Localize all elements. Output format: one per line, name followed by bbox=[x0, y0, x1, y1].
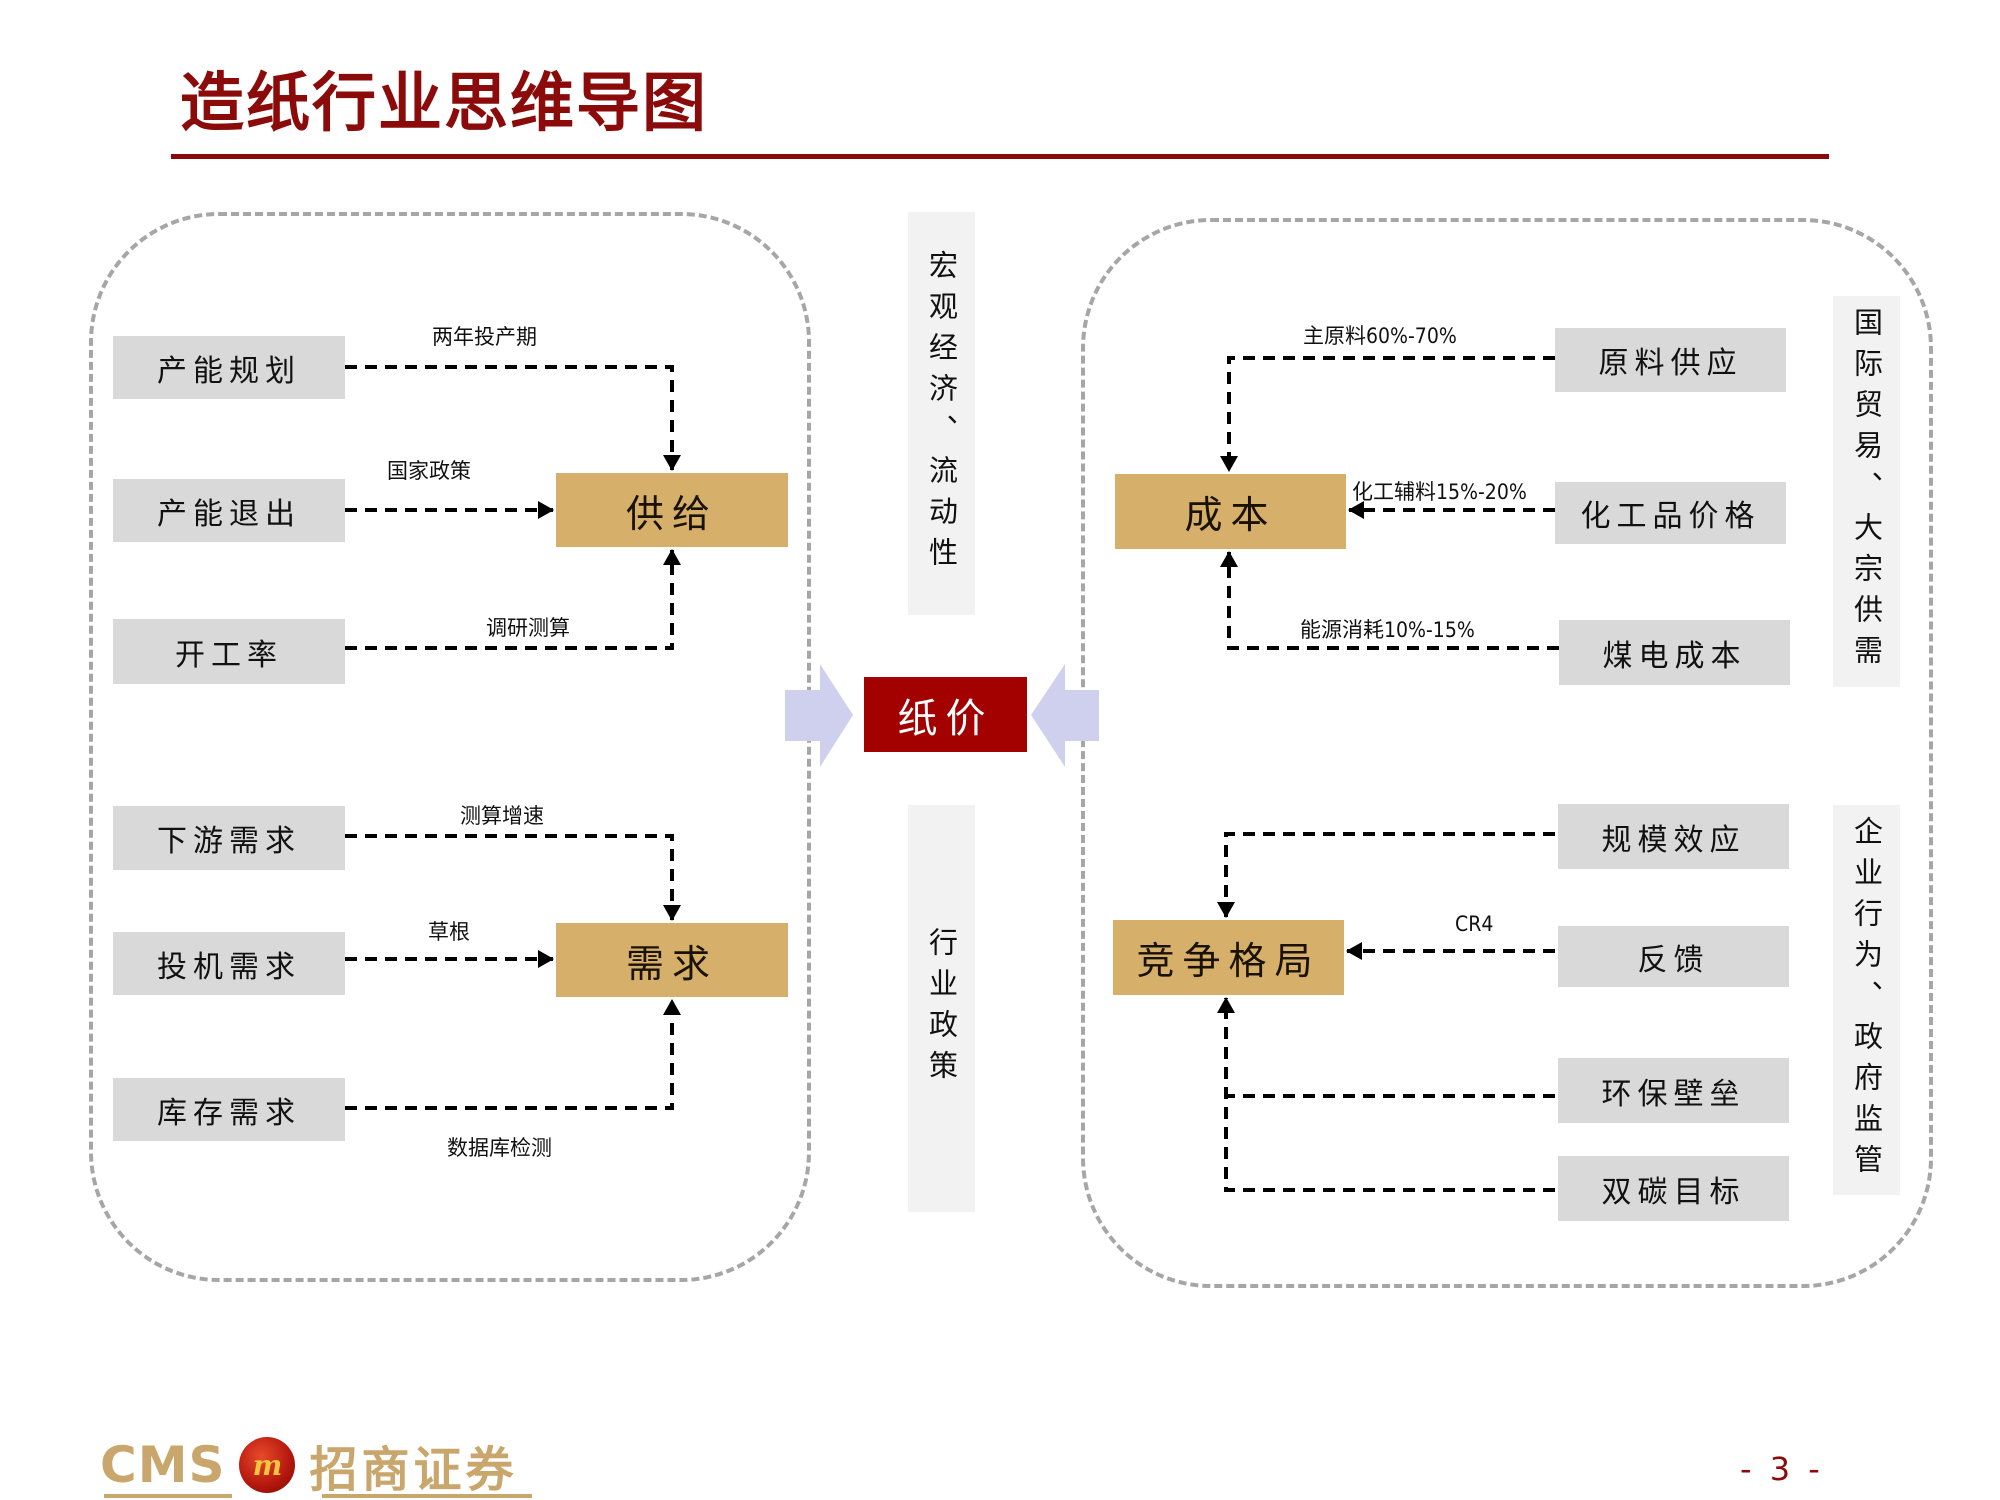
node-coal-power-cost[interactable]: 煤电成本 bbox=[1559, 620, 1790, 685]
hub-supply[interactable]: 供给 bbox=[556, 473, 788, 547]
cost-competition-panel bbox=[1081, 218, 1933, 1288]
node-scale-effect[interactable]: 规模效应 bbox=[1558, 804, 1789, 869]
logo-emblem-icon: m bbox=[239, 1437, 296, 1493]
edge-label-two-year: 两年投产期 bbox=[432, 325, 537, 349]
hub-competition[interactable]: 竞争格局 bbox=[1113, 920, 1344, 995]
node-speculative-demand[interactable]: 投机需求 bbox=[113, 932, 345, 995]
node-capacity-exit[interactable]: 产能退出 bbox=[113, 479, 345, 542]
node-downstream-demand[interactable]: 下游需求 bbox=[113, 806, 345, 870]
edge-label-national-policy: 国家政策 bbox=[387, 459, 471, 483]
edge-label-survey: 调研测算 bbox=[486, 616, 570, 640]
node-chemical-price[interactable]: 化工品价格 bbox=[1555, 482, 1786, 544]
behavior-regulation-label: 企业行为、政府监管 bbox=[1849, 815, 1884, 1185]
logo-rule-right bbox=[322, 1494, 532, 1498]
industry-policy-label: 行业政策 bbox=[924, 926, 959, 1091]
cms-logo: CMS m 招商证券 bbox=[100, 1435, 517, 1498]
node-utilization[interactable]: 开工率 bbox=[113, 619, 345, 684]
node-dual-carbon[interactable]: 双碳目标 bbox=[1558, 1156, 1789, 1221]
edge-label-energy: 能源消耗10%-15% bbox=[1300, 618, 1475, 642]
behavior-regulation-strip: 企业行为、政府监管 bbox=[1833, 805, 1900, 1195]
trade-commodity-label: 国际贸易、大宗供需 bbox=[1849, 307, 1884, 676]
node-env-barrier[interactable]: 环保壁垒 bbox=[1558, 1058, 1789, 1123]
edge-label-database: 数据库检测 bbox=[447, 1136, 552, 1160]
title-underline bbox=[171, 154, 1829, 159]
hub-demand[interactable]: 需求 bbox=[556, 923, 788, 997]
paper-price-node[interactable]: 纸价 bbox=[864, 677, 1027, 752]
page-title: 造纸行业思维导图 bbox=[180, 67, 708, 141]
trade-commodity-strip: 国际贸易、大宗供需 bbox=[1833, 296, 1900, 687]
edge-label-chemical-aux: 化工辅料15%-20% bbox=[1352, 480, 1527, 504]
hub-cost[interactable]: 成本 bbox=[1115, 474, 1346, 549]
edge-label-growth-estimate: 测算增速 bbox=[460, 804, 544, 828]
macro-liquidity-label: 宏观经济、流动性 bbox=[924, 249, 959, 578]
logo-company-name: 招商证券 bbox=[309, 1442, 518, 1498]
edge-label-grassroots: 草根 bbox=[428, 920, 470, 944]
logo-rule-left bbox=[104, 1494, 232, 1498]
edge-label-cr4: CR4 bbox=[1455, 912, 1494, 936]
node-feedback[interactable]: 反馈 bbox=[1558, 926, 1789, 987]
macro-liquidity-strip: 宏观经济、流动性 bbox=[908, 212, 975, 615]
node-inventory-demand[interactable]: 库存需求 bbox=[113, 1078, 345, 1141]
logo-cms-text: CMS bbox=[100, 1436, 226, 1494]
node-capacity-plan[interactable]: 产能规划 bbox=[113, 336, 345, 399]
industry-policy-strip: 行业政策 bbox=[908, 805, 975, 1212]
edge-label-main-raw: 主原料60%-70% bbox=[1303, 324, 1457, 348]
page-number: - 3 - bbox=[1740, 1450, 1824, 1488]
node-raw-material-supply[interactable]: 原料供应 bbox=[1555, 328, 1786, 392]
